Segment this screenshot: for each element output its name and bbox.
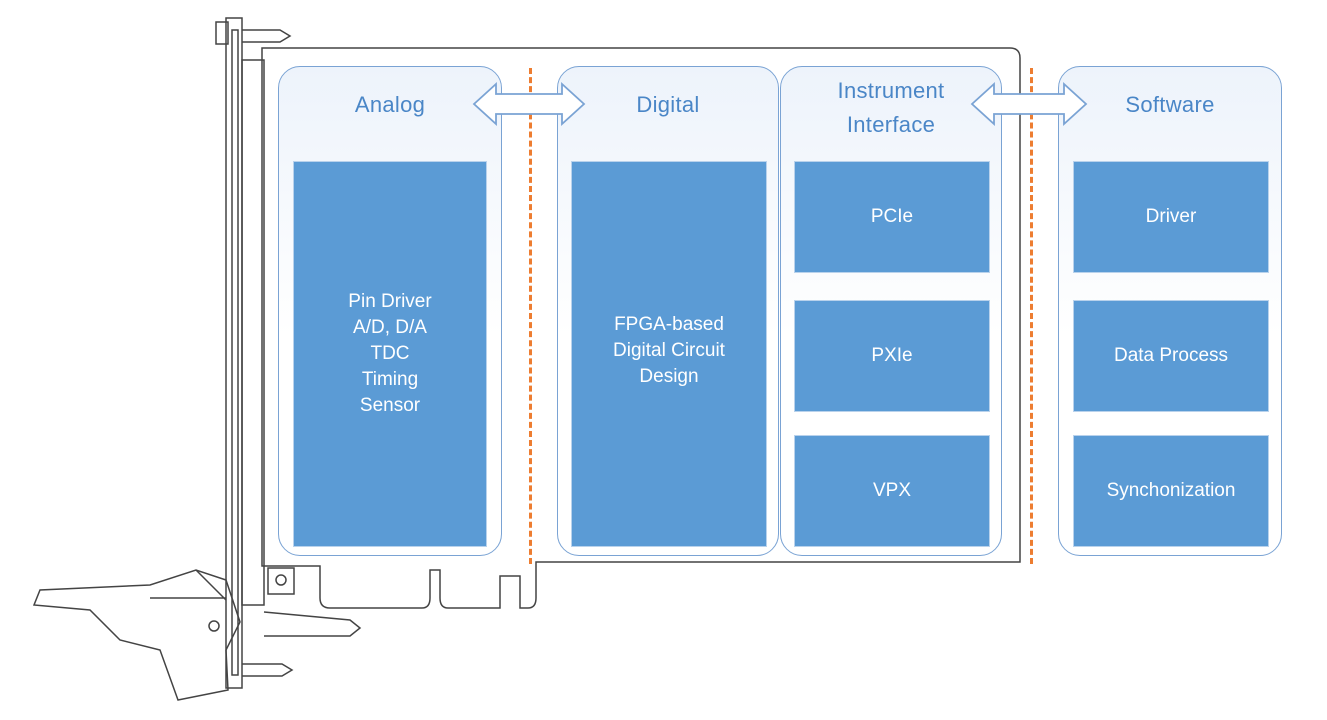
analog-title: Analog (354, 92, 426, 117)
analog-line: Pin Driver (348, 291, 432, 312)
vpx-block: VPX (794, 435, 990, 547)
analog-block: Pin Driver A/D, D/A TDC Timing Sensor (293, 161, 487, 547)
instrument-title-line: Instrument (837, 78, 945, 103)
analog-line: Sensor (359, 395, 421, 416)
data-process-block: Data Process (1073, 300, 1269, 412)
digital-line: Design (639, 366, 699, 387)
driver-block: Driver (1073, 161, 1269, 273)
analog-panel: Analog Pin Driver A/D, D/A TDC Timing Se… (278, 66, 502, 556)
ejector-hole (208, 620, 220, 632)
instrument-title-line: Interface (846, 112, 936, 137)
divider-interface-software (1030, 68, 1033, 564)
digital-panel: Digital FPGA-based Digital Circuit Desig… (557, 66, 779, 556)
instrument-interface-panel: Instrument Interface PCIe PXIe VPX (780, 66, 1002, 556)
ejector-handle (32, 569, 241, 701)
bracket-tab (263, 611, 362, 637)
digital-line: Digital Circuit (613, 340, 725, 361)
instrument-interface-title: Instrument Interface (781, 77, 1001, 139)
top-screw-pin (242, 29, 292, 43)
bracket-rail-inner (231, 29, 239, 676)
bottom-screw-pin (242, 663, 294, 677)
digital-line: FPGA-based (614, 314, 724, 335)
digital-title: Digital (636, 92, 700, 117)
digital-block: FPGA-based Digital Circuit Design (571, 161, 767, 547)
software-title: Software (1125, 92, 1215, 117)
analog-line: TDC (370, 343, 410, 364)
card-body (261, 47, 1021, 609)
analog-line: Timing (361, 369, 419, 390)
software-panel: Software Driver Data Process Synchonizat… (1058, 66, 1282, 556)
pxie-block: PXIe (794, 300, 990, 412)
bracket-edge (241, 59, 265, 606)
divider-analog-digital (529, 68, 532, 564)
pcie-block: PCIe (794, 161, 990, 273)
mount-hole (275, 574, 287, 586)
analog-line: A/D, D/A (353, 317, 427, 338)
top-screw-head (215, 21, 229, 45)
synchonization-block: Synchonization (1073, 435, 1269, 547)
